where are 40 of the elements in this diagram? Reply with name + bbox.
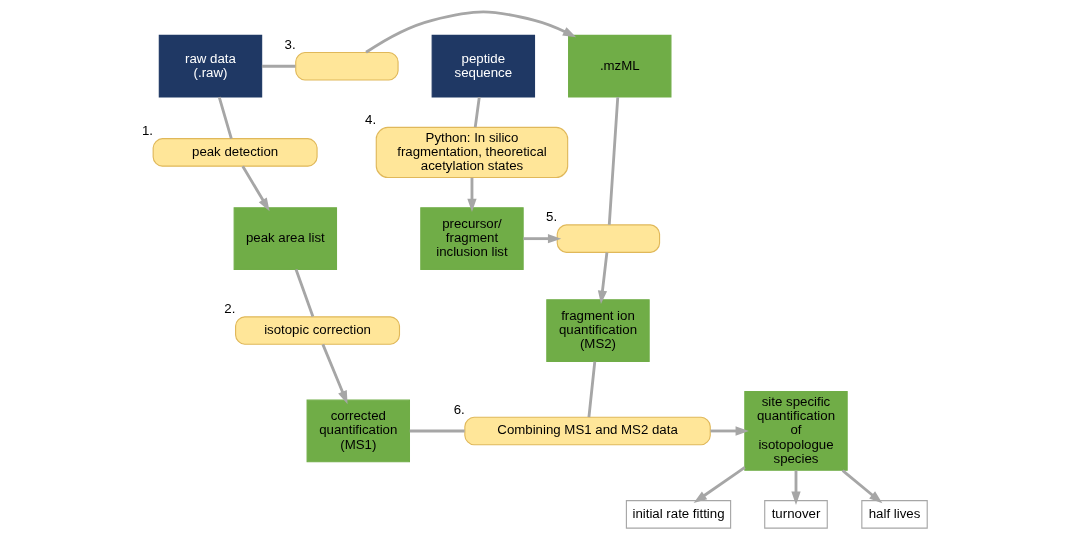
- node-box: Combining MS1 and MS2 data: [463, 416, 711, 446]
- node-box: initial rate fitting: [625, 500, 731, 529]
- connector: [294, 269, 314, 318]
- arrow: [321, 343, 348, 405]
- node-box: peak area list: [233, 207, 337, 270]
- node-box: [294, 51, 399, 81]
- connector: [217, 96, 233, 139]
- node-box: fragment ion quantification (MS2): [545, 299, 650, 362]
- node-box: Python: In silico fragmentation, theoretical acetylation states: [375, 126, 568, 179]
- arrow: [466, 177, 477, 212]
- node-label: 5.: [545, 209, 557, 225]
- arrow: [841, 469, 882, 504]
- connector: [587, 361, 596, 418]
- node-box: isotopic correction: [234, 316, 400, 345]
- connector: [409, 429, 465, 433]
- node-label: 4.: [364, 111, 376, 127]
- node-box: site specific quantification of isotopologue species: [743, 391, 848, 471]
- node-box: precursor/ fragment inclusion list: [419, 207, 524, 270]
- connector: [607, 97, 619, 225]
- node-box: corrected quantification (MS1): [306, 399, 410, 463]
- arrow: [522, 234, 561, 244]
- connector: [261, 64, 295, 68]
- node-box: peak detection: [152, 138, 318, 167]
- connector: [473, 96, 481, 128]
- node-label: 3.: [284, 36, 296, 52]
- arrow: [241, 165, 270, 212]
- node-box: turnover: [763, 500, 828, 529]
- arrow: [710, 426, 749, 436]
- node-label: 1.: [141, 123, 153, 139]
- node-box: [556, 224, 660, 253]
- arrow: [693, 466, 746, 503]
- arrow: [364, 10, 576, 54]
- node-box: half lives: [860, 500, 928, 529]
- node-label: 6.: [453, 401, 465, 417]
- node-label: 2.: [223, 301, 235, 317]
- arrow: [790, 470, 801, 505]
- node-box: peptide sequence: [431, 34, 535, 98]
- node-box: .mzML: [567, 34, 671, 98]
- node-box: raw data (.raw): [158, 34, 262, 98]
- arrow: [597, 252, 608, 304]
